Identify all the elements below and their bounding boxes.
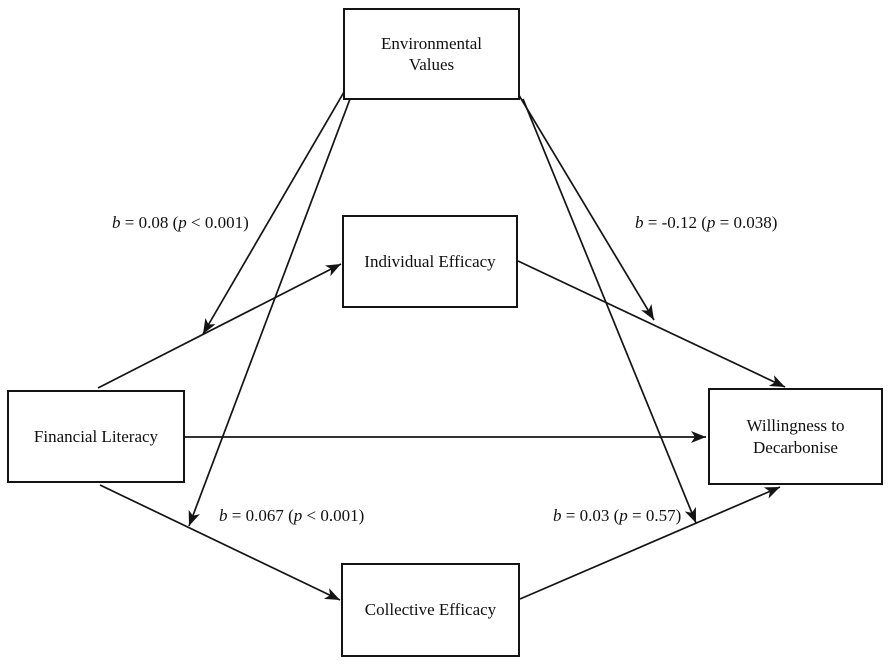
node-label: Environmental Values — [380, 33, 483, 74]
path-label-moderation-fl-ie: b = 0.08 (p < 0.001) — [95, 193, 249, 253]
pvalue-value: = 0.57) — [627, 506, 682, 525]
path-label-moderation-ce-wtd: b = 0.03 (p = 0.57) — [536, 486, 681, 546]
edge-environmental-values-moderates-fl-ce — [188, 98, 351, 527]
edge-environmental-values-moderates-ie-wtd — [516, 91, 655, 321]
node-willingness-to-decarbonise: Willingness to Decarbonise — [708, 388, 883, 485]
coefficient-value: = 0.03 ( — [561, 506, 620, 525]
pvalue-value: < 0.001) — [302, 506, 365, 525]
node-label: Willingness to Decarbonise — [746, 416, 845, 457]
node-individual-efficacy: Individual Efficacy — [342, 215, 518, 308]
node-label: Financial Literacy — [33, 426, 159, 446]
edge-environmental-values-moderates-ce-wtd — [522, 98, 697, 524]
coefficient-symbol: b — [112, 213, 121, 232]
edge-individual-efficacy-to-willingness — [517, 260, 786, 388]
coefficient-value: = 0.08 ( — [120, 213, 179, 232]
node-label: Individual Efficacy — [364, 251, 496, 271]
coefficient-symbol: b — [635, 213, 644, 232]
node-label: Collective Efficacy — [364, 600, 497, 620]
pvalue-symbol: p — [293, 506, 303, 525]
pvalue-value: < 0.001) — [186, 213, 249, 232]
node-environmental-values: Environmental Values — [343, 8, 520, 100]
coefficient-symbol: b — [553, 506, 562, 525]
edge-financial-literacy-to-collective-efficacy — [99, 484, 341, 601]
pvalue-symbol: p — [706, 213, 716, 232]
pvalue-symbol: p — [619, 506, 628, 525]
pvalue-symbol: p — [178, 213, 187, 232]
node-financial-literacy: Financial Literacy — [7, 390, 185, 483]
coefficient-value: = 0.067 ( — [227, 506, 294, 525]
edge-environmental-values-moderates-fl-ie — [202, 91, 345, 335]
path-label-moderation-fl-ce: b = 0.067 (p < 0.001) — [202, 486, 364, 546]
pvalue-value: = 0.038) — [715, 213, 778, 232]
node-collective-efficacy: Collective Efficacy — [341, 563, 520, 657]
edge-financial-literacy-to-individual-efficacy — [97, 263, 342, 389]
coefficient-symbol: b — [219, 506, 228, 525]
path-label-moderation-ie-wtd: b = -0.12 (p = 0.038) — [618, 193, 777, 253]
edge-collective-efficacy-to-willingness — [519, 486, 781, 600]
coefficient-value: = -0.12 ( — [643, 213, 707, 232]
